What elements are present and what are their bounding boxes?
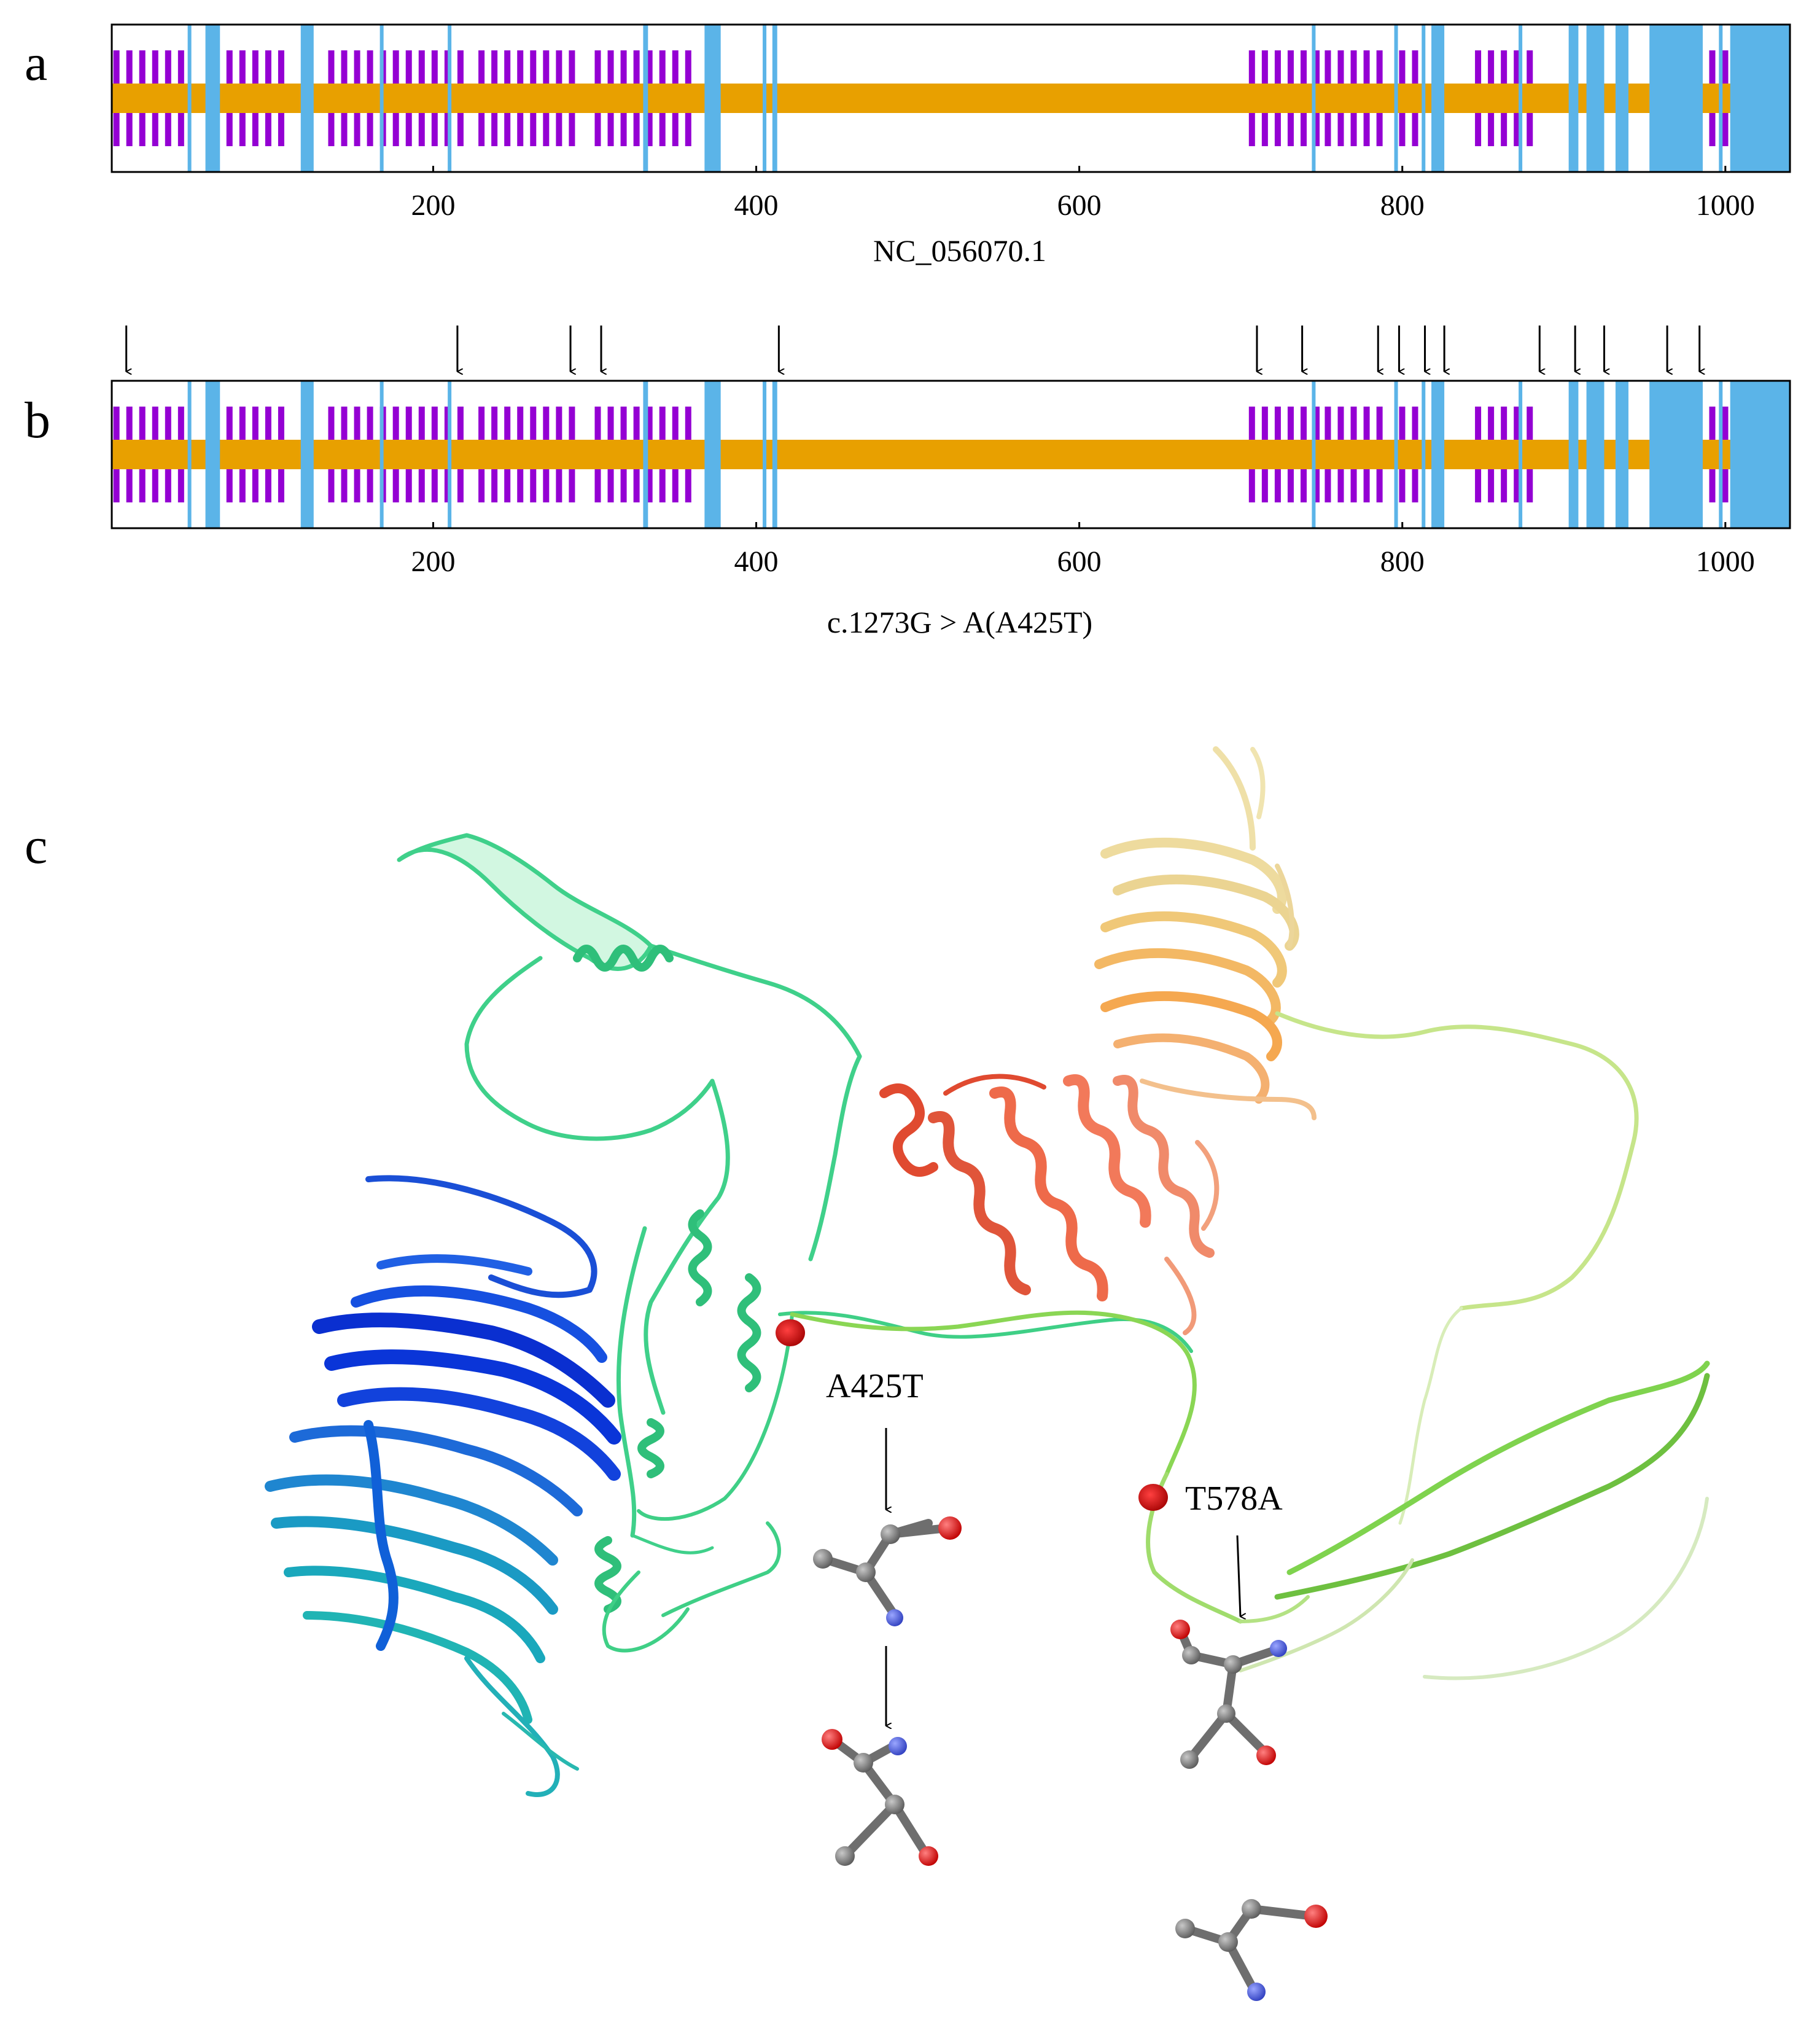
track-a-band <box>1649 25 1703 172</box>
track-a-tick-label: 600 <box>1057 189 1102 222</box>
track-b-band <box>1568 381 1579 528</box>
track-b-band <box>1615 381 1628 528</box>
yellow-green-linker <box>1275 1011 1639 1525</box>
track-a-tick-label: 1000 <box>1696 189 1755 222</box>
track-b-band <box>643 381 648 528</box>
mutation-arrows <box>885 1428 1240 1726</box>
track-b-band <box>205 381 220 528</box>
track-a-band <box>448 25 452 172</box>
track-b-band <box>379 381 384 528</box>
panel-a-xlabel: NC_056070.1 <box>873 233 1046 268</box>
arrow-t578a <box>1236 1535 1240 1617</box>
red-helical-domain <box>879 1074 1220 1335</box>
track-b-backbone <box>112 440 1790 469</box>
track-a-backbone <box>112 84 1790 113</box>
track-a-band <box>300 25 314 172</box>
track-a-frame <box>111 23 1791 173</box>
track-b-band <box>1422 381 1426 528</box>
track-a-tick-label: 400 <box>734 189 779 222</box>
track-b-tick-label: 400 <box>734 545 779 578</box>
panel-a: a 200 400 600 800 1000 NC_056070.1 <box>25 23 1791 268</box>
panel-b: b 200 400 600 800 1000 c.1273G > A(A425T) <box>25 326 1791 639</box>
track-a-band <box>763 25 767 172</box>
track-b-band <box>1312 381 1316 528</box>
panel-b-xlabel: c.1273G > A(A425T) <box>827 605 1092 639</box>
track-b-tick-label: 1000 <box>1696 545 1755 578</box>
track-a-band <box>187 25 192 172</box>
track-b-band <box>1730 381 1790 528</box>
track-b-band <box>187 381 192 528</box>
track-a-band <box>1568 25 1579 172</box>
track-b-tick-label: 200 <box>411 545 455 578</box>
track-b-frame <box>111 380 1791 529</box>
track-b-band <box>1431 381 1445 528</box>
arrows-b <box>125 326 1700 372</box>
track-b-band <box>1519 381 1523 528</box>
panel-a-letter: a <box>25 34 47 92</box>
green-helices <box>573 945 761 1613</box>
track-b-band <box>704 381 721 528</box>
green-hairpin <box>1239 1360 1710 1680</box>
track-a-band <box>205 25 220 172</box>
track-b-band <box>763 381 767 528</box>
green-linkers <box>602 1311 1193 1653</box>
track-b-band <box>1586 381 1605 528</box>
track-a-band <box>1312 25 1316 172</box>
track-b: 200 400 600 800 1000 <box>111 380 1791 578</box>
track-a-tick-label: 200 <box>411 189 455 222</box>
panel-b-letter: b <box>25 392 50 449</box>
mutation-site-t578a <box>1138 1484 1168 1511</box>
molecule-threonine-t578a <box>1170 1620 1287 1769</box>
track-b-tick-label: 600 <box>1057 545 1102 578</box>
track-a-band <box>1431 25 1445 172</box>
track-a-band <box>1422 25 1426 172</box>
track-a-band <box>1519 25 1523 172</box>
tan-beta-domain <box>1094 746 1317 1120</box>
track-b-band <box>300 381 314 528</box>
blue-beta-domain <box>265 1175 621 1797</box>
panel-c: c <box>25 746 1710 2001</box>
track-a-band <box>1394 25 1398 172</box>
mutation-label-t578a: T578A <box>1185 1480 1283 1518</box>
track-a-band <box>772 25 777 172</box>
track-b-tick-label: 800 <box>1380 545 1425 578</box>
track-b-band <box>1649 381 1703 528</box>
track-a-tick-label: 800 <box>1380 189 1425 222</box>
track-b-band <box>448 381 452 528</box>
panel-c-letter: c <box>25 817 47 875</box>
track-a-band <box>379 25 384 172</box>
molecule-alanine-t578a <box>1175 1899 1328 2001</box>
track-b-band <box>1719 381 1723 528</box>
molecule-threonine-a425t <box>822 1729 938 1866</box>
mutation-label-a425t: A425T <box>826 1367 924 1405</box>
track-a-band <box>1586 25 1605 172</box>
track-b-band <box>772 381 777 528</box>
track-a-band <box>1730 25 1790 172</box>
track-a-band <box>1615 25 1628 172</box>
molecule-alanine-top <box>813 1516 962 1626</box>
track-a-band <box>704 25 721 172</box>
mutation-site-a425t <box>776 1319 805 1346</box>
track-a-band <box>643 25 648 172</box>
track-a-band <box>1719 25 1723 172</box>
track-a: 200 400 600 800 1000 <box>111 23 1791 222</box>
track-b-band <box>1394 381 1398 528</box>
protein-structure <box>265 746 1710 1797</box>
green-loop-domain <box>397 833 862 1554</box>
